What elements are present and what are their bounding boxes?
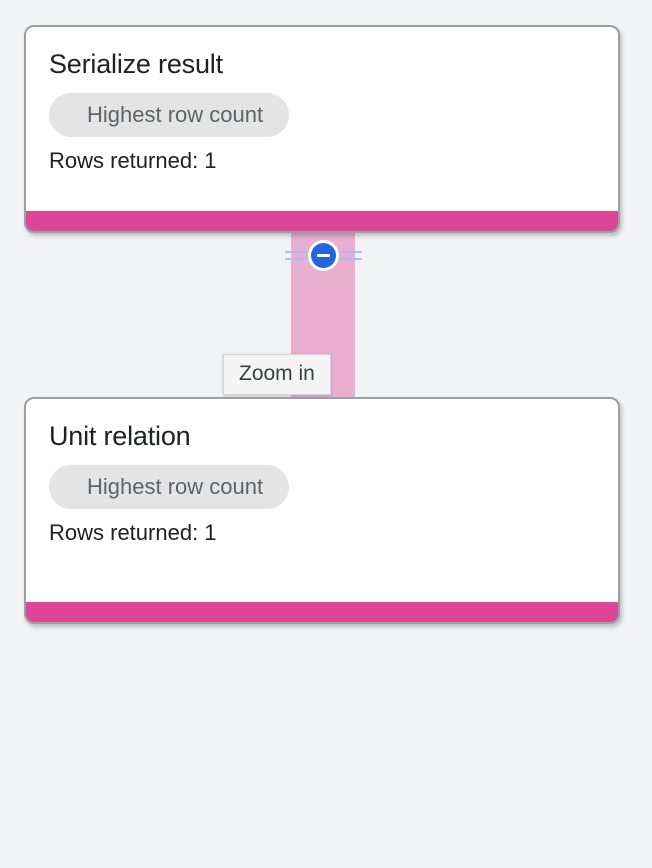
node-card-unit-relation[interactable]: Unit relation Highest row count Rows ret… bbox=[24, 397, 620, 624]
node-accent-bar bbox=[26, 602, 618, 622]
zoom-in-tooltip: Zoom in bbox=[223, 354, 331, 395]
node-accent-bar bbox=[26, 211, 618, 231]
minus-circle-fill bbox=[311, 243, 336, 268]
node-title: Unit relation bbox=[49, 421, 191, 451]
node-title: Serialize result bbox=[49, 49, 223, 79]
edge-collapse-control[interactable] bbox=[285, 240, 362, 271]
node-badge-highest-row-count: Highest row count bbox=[49, 465, 290, 509]
node-rows-returned: Rows returned: 1 bbox=[49, 148, 217, 173]
minus-glyph bbox=[317, 254, 330, 257]
node-card-serialize-result[interactable]: Serialize result Highest row count Rows … bbox=[24, 25, 620, 233]
minus-circle-icon[interactable] bbox=[308, 240, 339, 271]
node-badge-highest-row-count: Highest row count bbox=[49, 93, 290, 137]
node-body: Serialize result Highest row count Rows … bbox=[26, 27, 618, 174]
node-rows-returned: Rows returned: 1 bbox=[49, 520, 217, 545]
node-body: Unit relation Highest row count Rows ret… bbox=[26, 399, 618, 546]
